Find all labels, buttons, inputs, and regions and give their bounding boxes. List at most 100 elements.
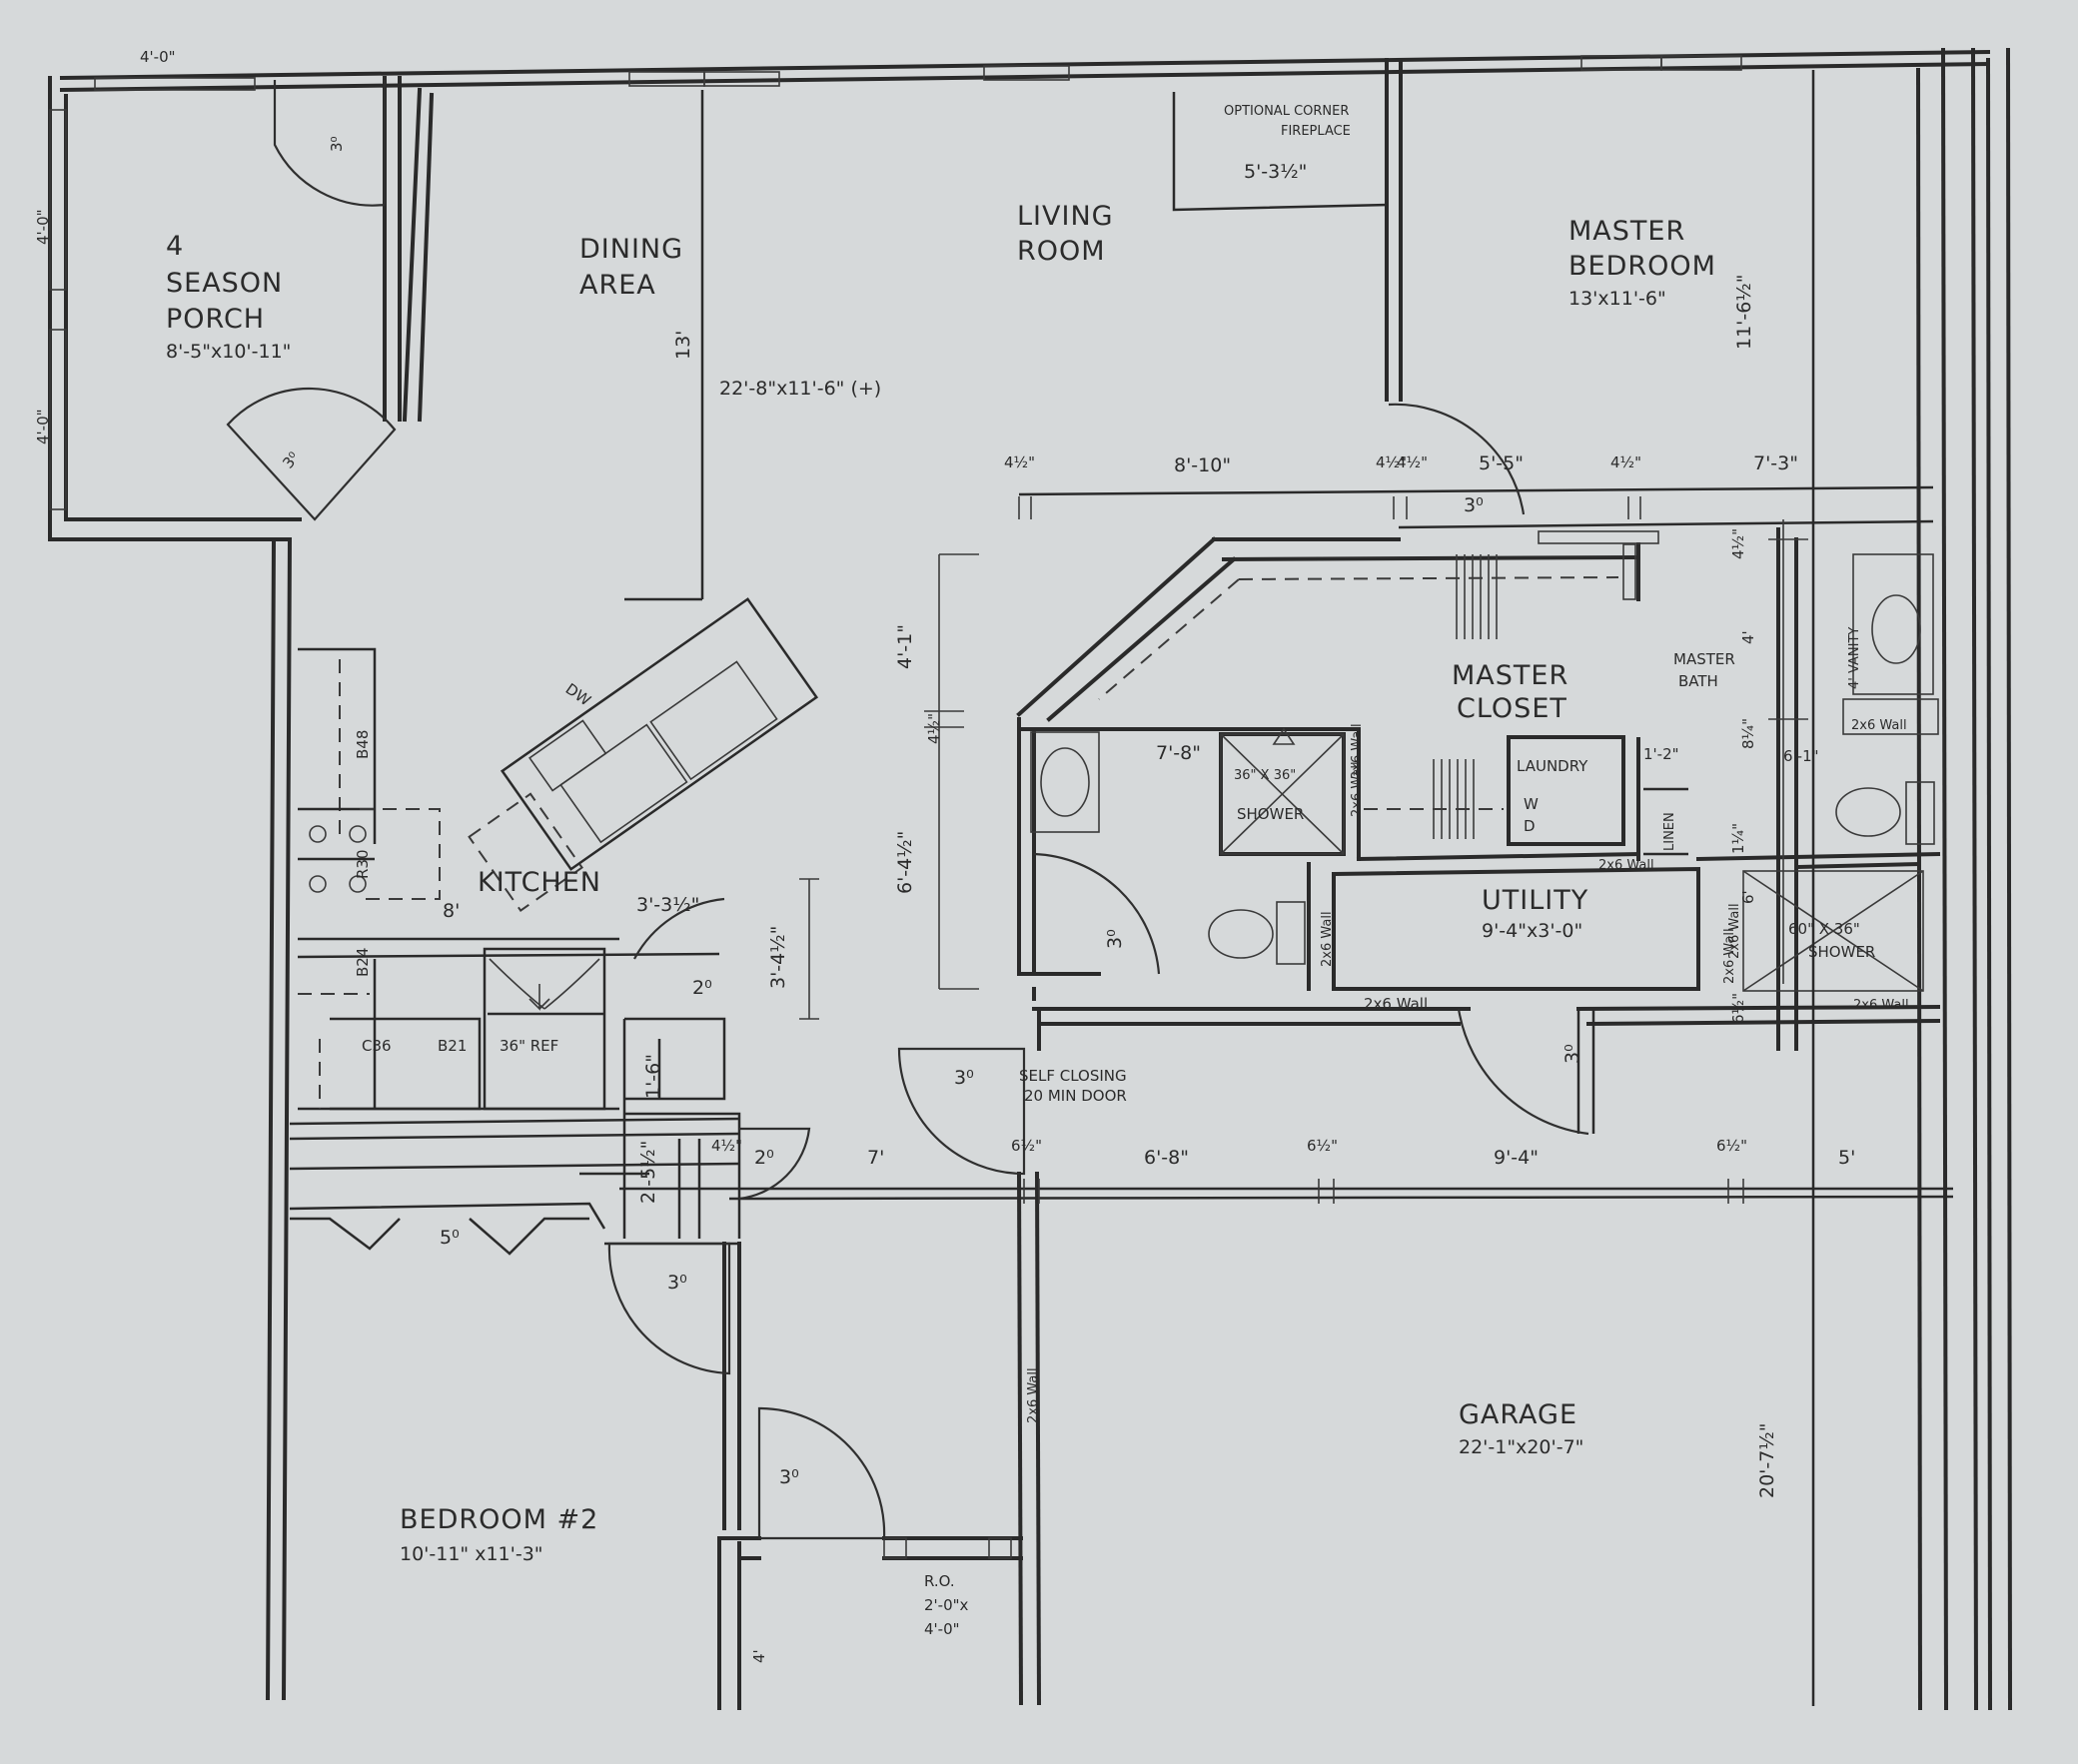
kitchen-label: KITCHEN (478, 867, 601, 898)
dim-2-5half: 2'-5½" (637, 1141, 659, 1204)
bedroom2-label: BEDROOM #2 (400, 1504, 598, 1535)
dim-bed4: 4' (750, 1649, 768, 1663)
dim-8-10: 8'-10" (1174, 454, 1231, 476)
dim-6half-2: 6½" (1307, 1137, 1338, 1155)
dim-7: 7' (867, 1147, 884, 1169)
dim-1-2: 1'-2" (1643, 745, 1679, 763)
dim-top-left: 4'-0" (140, 48, 176, 66)
dim-8: 8' (443, 900, 460, 922)
dim-dining-13: 13' (672, 331, 694, 360)
shower1-label: SHOWER (1237, 805, 1304, 823)
door-self-closing: 3⁰ (954, 1067, 974, 1089)
linen-label: LINEN (1662, 812, 1677, 851)
door-master: 3⁰ (1464, 494, 1484, 516)
shower-60x36 (1742, 870, 1924, 992)
door-bedroom2: 3⁰ (667, 1272, 687, 1294)
dim-4half-1: 4½" (1004, 453, 1035, 471)
b24-label: B24 (354, 948, 372, 977)
dining-label-2: AREA (579, 270, 656, 301)
r30-label: R30 (354, 849, 372, 879)
living-label-2: ROOM (1017, 236, 1106, 267)
wall-2x6-5: 2x6 Wall (1350, 761, 1365, 817)
dim-6-1b: 6' (1739, 890, 1757, 904)
dim-7-3: 7'-3" (1753, 452, 1798, 474)
dim-4half-mb: 4½" (1397, 453, 1428, 471)
ro-1: R.O. (924, 1572, 955, 1590)
master-bath-label-2: BATH (1678, 672, 1718, 690)
master-bedroom-label-1: MASTER (1568, 216, 1685, 247)
dim-1-6: 1'-6" (642, 1054, 664, 1099)
dim-1quarter: 1¼" (1729, 823, 1747, 854)
ref-label: 36" REF (500, 1037, 558, 1055)
closet-hatching (1364, 530, 1659, 839)
master-bath-label-1: MASTER (1673, 650, 1735, 668)
c36-label: C36 (362, 1037, 392, 1055)
fireplace-label-2: FIREPLACE (1281, 124, 1351, 139)
living-label-1: LIVING (1017, 201, 1114, 232)
master-closet-label-2: CLOSET (1457, 693, 1567, 724)
dim-6half-4: 6½" (1729, 993, 1747, 1024)
wall-notes: 2x6 Wall 2x6 Wall 2x6 Wall 2x6 Wall 2x6 … (1026, 718, 1909, 1423)
shower1-size: 36" X 36" (1234, 768, 1296, 783)
dim-4half-v: 4½" (925, 713, 943, 744)
general-notes: SELF CLOSING 20 MIN DOOR R.O. 2'-0"x 4'-… (924, 1067, 1127, 1638)
dim-porch-win2: 4'-0" (34, 409, 52, 444)
vanity-label: 4' VANITY (1847, 627, 1862, 689)
wall-2x6-3: 2x6 Wall (1364, 995, 1428, 1013)
bedroom2-size: 10'-11" x11'-3" (400, 1543, 543, 1565)
dim-9-4: 9'-4" (1494, 1147, 1539, 1169)
dim-3-3half: 3'-3½" (636, 894, 699, 916)
garage-depth: 20'-7½" (1756, 1423, 1778, 1499)
b48-label: B48 (354, 730, 372, 759)
dim-4-1: 4'-1" (894, 624, 916, 669)
wall-2x6-4: 2x6 Wall (1853, 998, 1909, 1013)
dim-porch-win1: 4'-0" (34, 209, 52, 245)
garage-size: 22'-1"x20'-7" (1459, 1436, 1583, 1458)
south-walls (619, 70, 1954, 1710)
master-walls (1016, 485, 1934, 1051)
porch-size: 8'-5"x10'-11" (166, 341, 291, 363)
shower-36x36 (1220, 727, 1345, 855)
utility-label: UTILITY (1482, 885, 1588, 916)
dim-5-5: 5'-5" (1479, 452, 1524, 474)
wall-2x6-2: 2x6 Wall (1598, 858, 1654, 873)
wall-2x6-8: 2x6 Wall (1026, 1367, 1041, 1423)
kitchen-island (468, 597, 819, 912)
bath-fixtures (1030, 553, 1939, 965)
door-swings (226, 80, 1589, 1540)
porch-label-2: SEASON (166, 268, 283, 299)
wall-2x6-6: 2x6 Wall (1320, 911, 1335, 967)
door-exterior: 3⁰ (779, 1466, 799, 1488)
dim-7-8: 7'-8" (1156, 742, 1201, 764)
dim-4half-2: 4½" (1376, 453, 1407, 471)
door-porch-top: 3⁰ (328, 136, 346, 152)
master-bedroom-size: 13'x11'-6" (1568, 288, 1666, 310)
self-closing-1: SELF CLOSING (1019, 1067, 1127, 1085)
dim-4half-k: 4½" (711, 1137, 742, 1155)
fireplace-label-1: OPTIONAL CORNER (1224, 104, 1349, 119)
fireplace-area (1172, 92, 1390, 212)
dim-2x6-wall: 2x6 Wall (1350, 723, 1365, 779)
shower2-size: 60" X 36" (1788, 920, 1860, 938)
b21-label: B21 (438, 1037, 467, 1055)
dim-4half-4: 4½" (1729, 528, 1747, 559)
dim-6-1: 6'-1" (1783, 747, 1819, 765)
porch-label-1: 4 (166, 231, 184, 262)
porch-label-3: PORCH (166, 304, 265, 335)
dim-6-4half: 6'-4½" (894, 831, 916, 894)
door-bedroom2-closet: 5⁰ (440, 1227, 460, 1249)
laundry-w: W (1524, 795, 1539, 813)
dim-5: 5' (1838, 1147, 1855, 1169)
door-pantry: 2⁰ (692, 977, 712, 999)
door-closet: 2⁰ (754, 1147, 774, 1169)
ro-3: 4'-0" (924, 1620, 960, 1638)
dimension-lines (799, 496, 1808, 1204)
fixture-labels: DW B48 R30 B24 C36 B21 36" REF 36" X 36"… (354, 627, 1875, 1055)
dim-3-4half: 3'-4½" (767, 926, 789, 989)
dim-4half-3: 4½" (1610, 453, 1641, 471)
laundry-d: D (1524, 817, 1536, 835)
windows-porch (49, 109, 67, 510)
kitchen-walls (289, 647, 741, 1256)
fireplace-size: 5'-3½" (1244, 161, 1307, 183)
